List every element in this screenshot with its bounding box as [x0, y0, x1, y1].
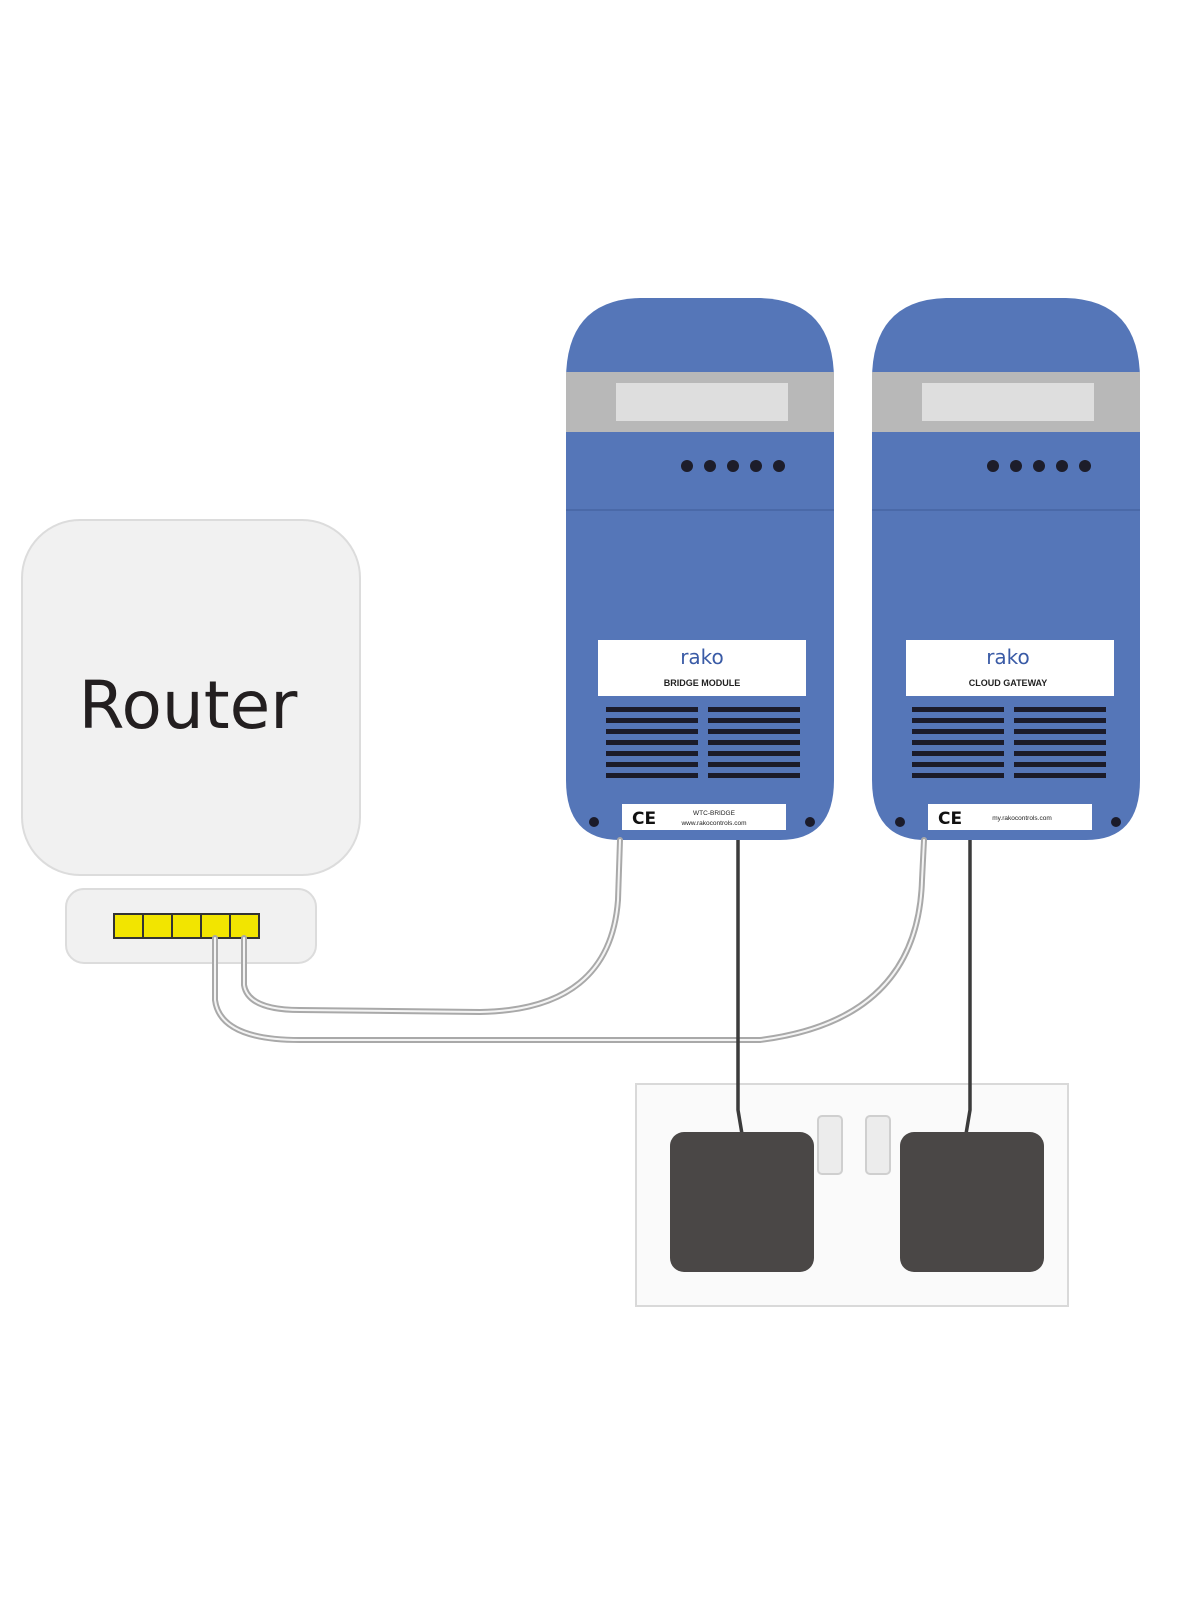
gateway-display: [922, 383, 1094, 421]
bridge-module-body: [566, 298, 834, 840]
power-plug-gateway: [900, 1132, 1044, 1272]
bridge-leds: [681, 460, 785, 472]
gateway-brand-logo: rako: [986, 645, 1030, 669]
power-cable-gateway: [964, 840, 972, 1135]
bridge-module-name: BRIDGE MODULE: [664, 678, 741, 688]
gateway-screw: [1111, 817, 1121, 827]
router-port: [142, 913, 173, 939]
router-port: [200, 913, 231, 939]
gateway-module-name: CLOUD GATEWAY: [969, 678, 1048, 688]
bridge-led: [704, 460, 716, 472]
gateway-led: [1010, 460, 1022, 472]
gateway-module-body: [872, 298, 1140, 840]
socket-switch: [865, 1115, 891, 1175]
bridge-led: [773, 460, 785, 472]
router-port: [229, 913, 260, 939]
bridge-label-plate: [598, 640, 806, 696]
power-cable-bridge: [736, 840, 744, 1135]
gateway-label-plate: [906, 640, 1114, 696]
router-ports: [113, 913, 260, 939]
bridge-display: [616, 383, 788, 421]
ethernet-cable-gateway-core: [214, 839, 925, 1041]
gateway-led: [1079, 460, 1091, 472]
router: Router: [21, 519, 361, 964]
router-label: Router: [79, 667, 299, 744]
ethernet-cable-bridge-core: [243, 839, 621, 1014]
power-cables: [736, 840, 972, 1135]
bridge-screw: [589, 817, 599, 827]
bridge-vent: [606, 707, 800, 778]
bridge-led: [750, 460, 762, 472]
gateway-screw: [895, 817, 905, 827]
router-body: [21, 519, 361, 876]
bridge-rating-plate: [622, 804, 786, 830]
socket-switch: [817, 1115, 843, 1175]
gateway-led: [1056, 460, 1068, 472]
ethernet-cables: [212, 837, 927, 1043]
gateway-website-text: my.rakocontrols.com: [992, 815, 1051, 822]
bridge-ce-mark: CE: [632, 809, 656, 829]
power-plug-bridge: [670, 1132, 814, 1272]
gateway-led: [1033, 460, 1045, 472]
bridge-module: rako BRIDGE MODULE CE WTC-BRIDGE www.rak…: [566, 298, 834, 840]
gateway-vent: [912, 707, 1106, 778]
bridge-website-text: www.rakocontrols.com: [680, 820, 746, 827]
router-port: [171, 913, 202, 939]
gateway-leds: [987, 460, 1091, 472]
bridge-screw: [805, 817, 815, 827]
bridge-led: [727, 460, 739, 472]
bridge-led: [681, 460, 693, 472]
bridge-brand-logo: rako: [680, 645, 724, 669]
router-port: [113, 913, 144, 939]
cloud-gateway-module: rako CLOUD GATEWAY CE my.rakocontrols.co…: [872, 298, 1140, 840]
gateway-led: [987, 460, 999, 472]
gateway-rating-plate: [928, 804, 1092, 830]
bridge-model-text: WTC-BRIDGE: [693, 810, 736, 817]
gateway-ce-mark: CE: [938, 809, 962, 829]
